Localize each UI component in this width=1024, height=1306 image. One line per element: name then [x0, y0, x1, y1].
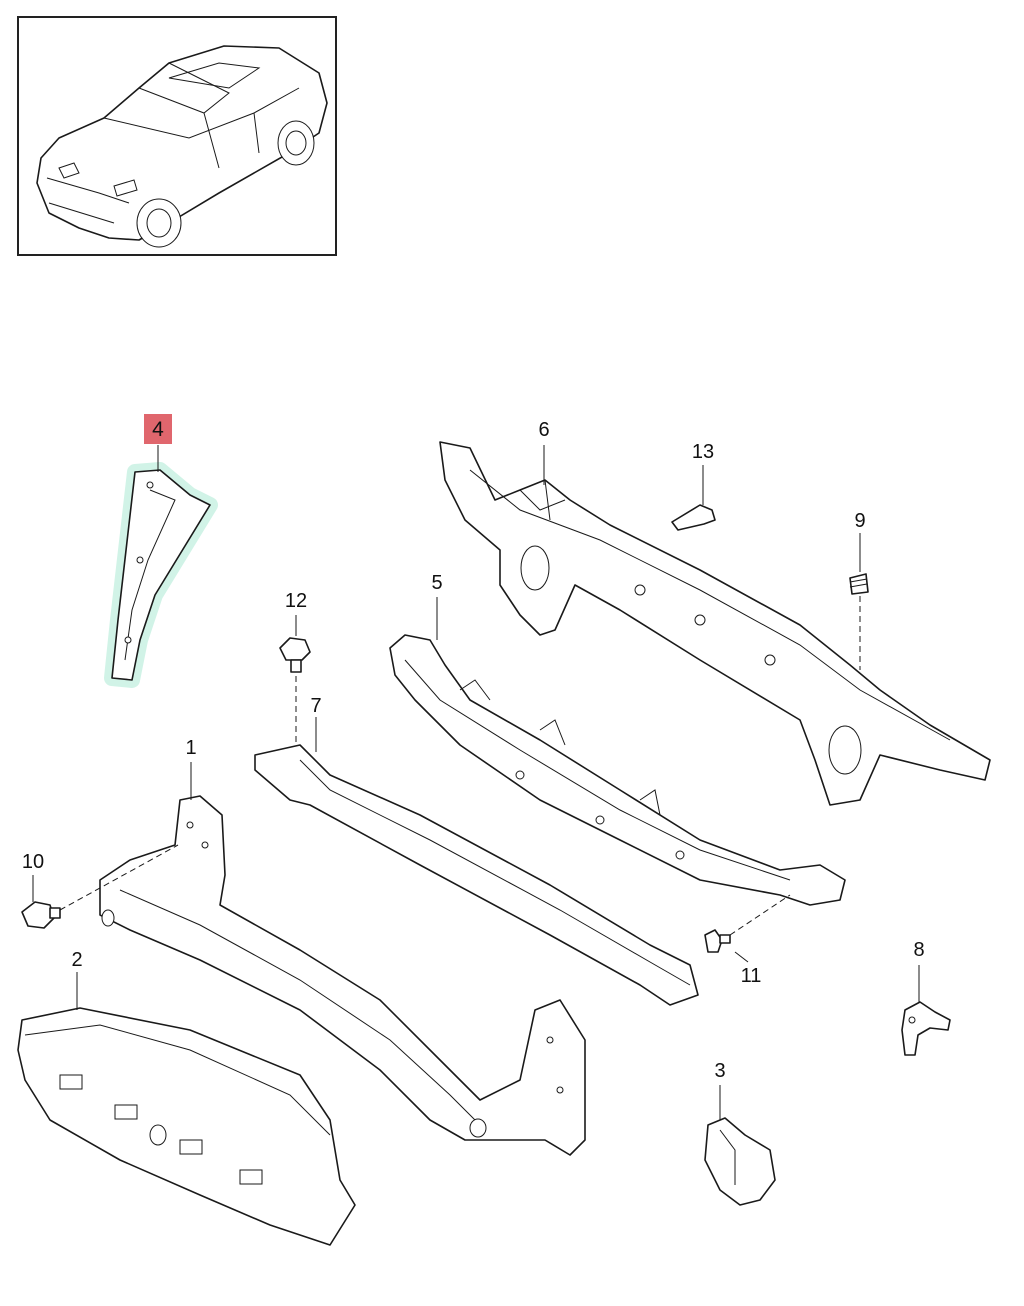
- part-2-absorber[interactable]: [17, 1007, 356, 1246]
- callout-3[interactable]: 3: [714, 1060, 726, 1082]
- callout-7[interactable]: 7: [310, 695, 322, 717]
- part-8-bracket[interactable]: [901, 1001, 951, 1056]
- callout-12[interactable]: 12: [284, 590, 308, 612]
- part-1-bumper-beam[interactable]: [99, 795, 586, 1156]
- callout-5[interactable]: 5: [431, 572, 443, 594]
- part-11-clip[interactable]: [704, 929, 731, 953]
- callout-9[interactable]: 9: [854, 510, 866, 532]
- part-3-bracket[interactable]: [704, 1117, 776, 1206]
- part-10-bolt[interactable]: [21, 901, 61, 929]
- part-12-bolt[interactable]: [279, 637, 311, 673]
- callout-11[interactable]: 11: [740, 965, 762, 987]
- part-13-clip[interactable]: [671, 504, 716, 531]
- callout-6[interactable]: 6: [538, 419, 550, 441]
- callout-8[interactable]: 8: [913, 939, 925, 961]
- callout-1[interactable]: 1: [185, 737, 197, 759]
- vehicle-overview-inset: [17, 16, 337, 256]
- part-6-upper-carrier[interactable]: [439, 441, 991, 806]
- callout-13[interactable]: 13: [691, 441, 715, 463]
- callout-2[interactable]: 2: [71, 949, 83, 971]
- callout-10[interactable]: 10: [21, 851, 45, 873]
- part-7-cross-member[interactable]: [254, 744, 699, 1006]
- callout-4-highlighted[interactable]: 4: [144, 414, 172, 444]
- part-9-grommet[interactable]: [849, 573, 869, 595]
- part-4-bracket[interactable]: [104, 462, 218, 688]
- suv-vehicle-icon: [36, 45, 328, 248]
- part-5-lower-carrier[interactable]: [389, 634, 846, 906]
